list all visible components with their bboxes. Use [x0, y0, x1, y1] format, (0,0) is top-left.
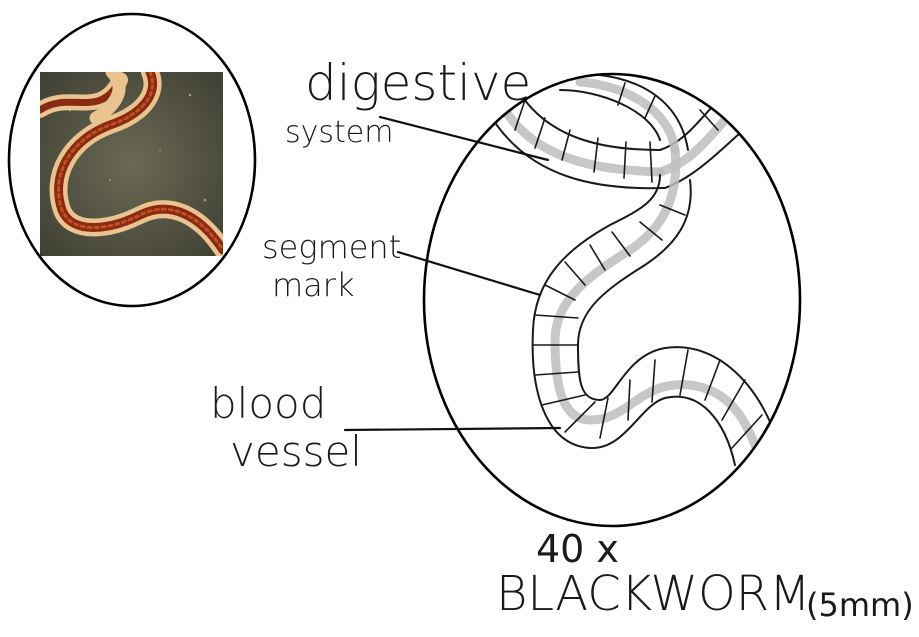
blood-label-line1: blood [210, 379, 326, 428]
digestive-system-leader [380, 117, 548, 160]
blackworm-photo [40, 72, 223, 256]
segment-label-line1: segment [262, 228, 401, 266]
worm-upper-loop-vessel [505, 110, 660, 172]
segment-mark-leader [398, 252, 540, 295]
segment-marks [515, 83, 762, 448]
blood-vessel-leader [345, 428, 560, 430]
worm-drawing [490, 75, 775, 465]
digestive-label-line2: system [285, 115, 393, 150]
photo-inset [9, 14, 255, 306]
size-label: (5mm) [806, 586, 914, 624]
blood-label-line2: vessel [230, 427, 362, 476]
segment-label-line2: mark [272, 266, 354, 304]
digestive-label-line1: digestive [305, 54, 531, 112]
magnification-label: 40 x [536, 527, 619, 571]
diagram-title: BLACKWORM [496, 566, 811, 622]
